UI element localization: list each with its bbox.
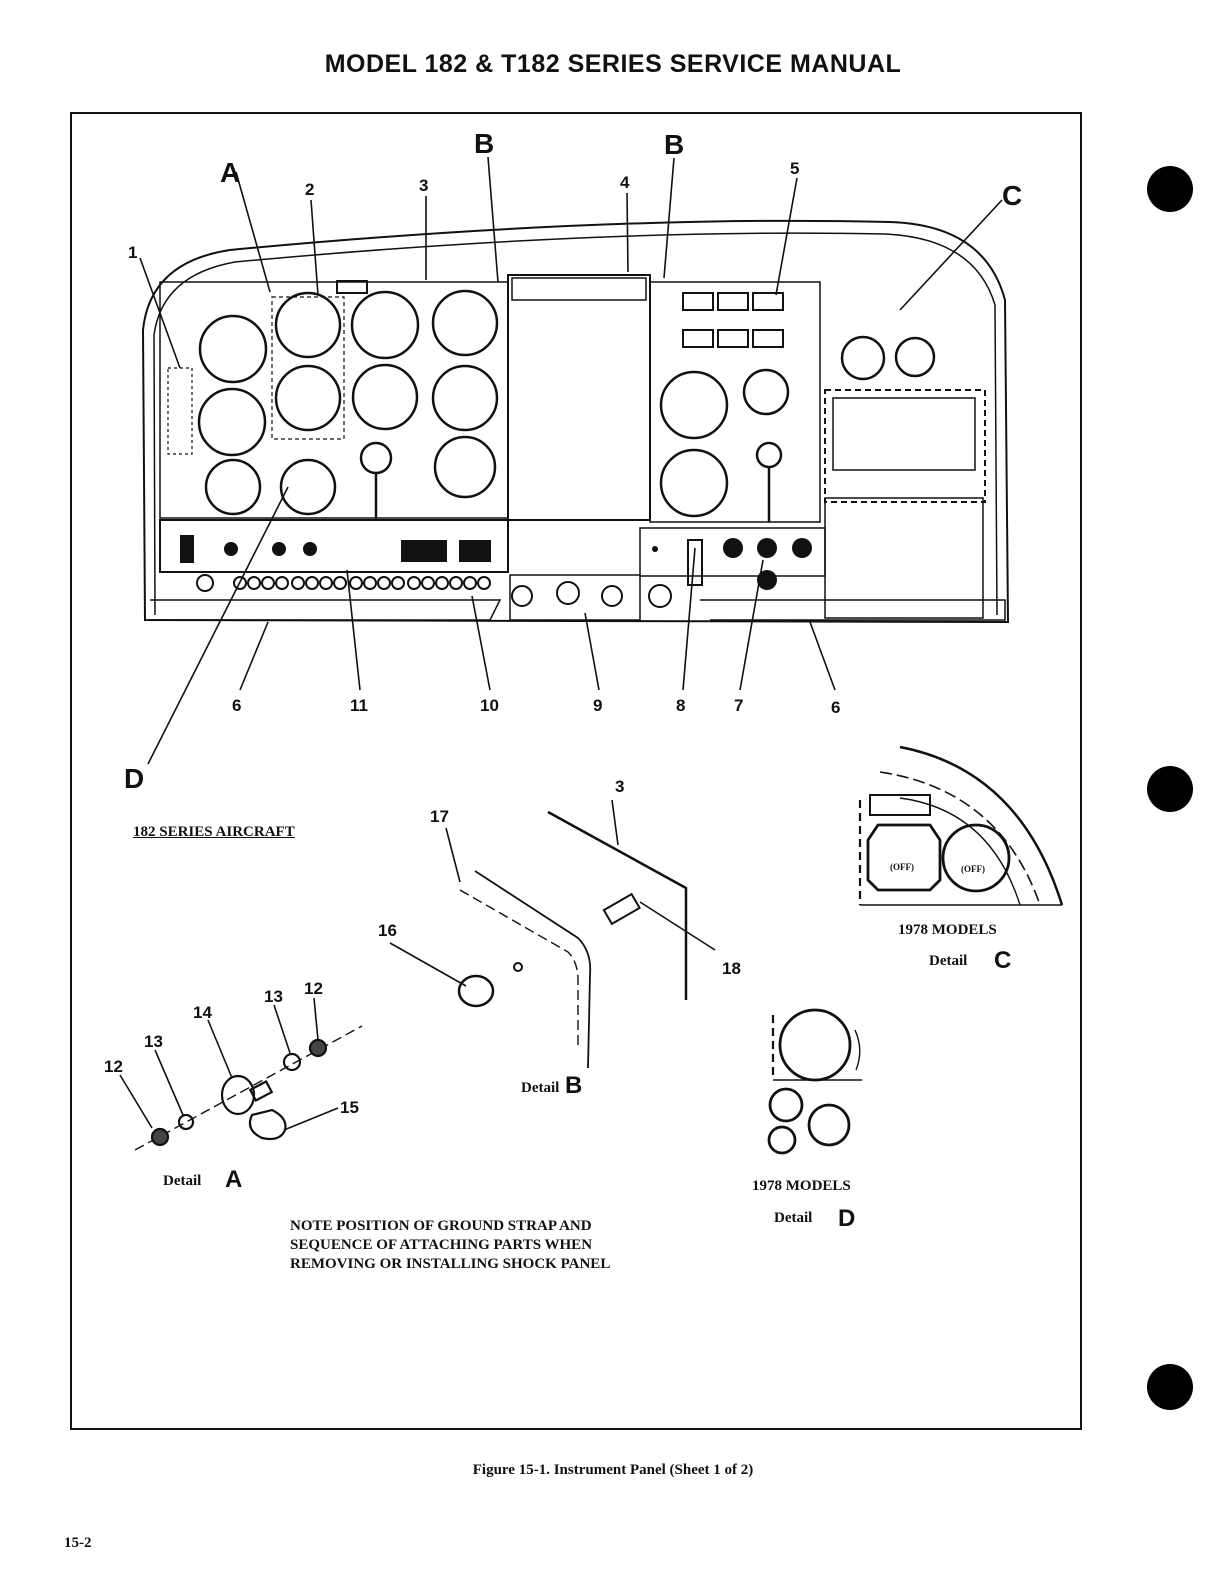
radio-indicator-3	[433, 435, 497, 499]
leader-11	[346, 569, 361, 691]
callout-12-right: 12	[304, 979, 323, 998]
note-line: REMOVING OR INSTALLING SHOCK PANEL	[290, 1256, 611, 1272]
callout-10: 10	[480, 696, 499, 715]
callout-12-left: 12	[104, 1057, 123, 1076]
callout-4: 4	[620, 173, 630, 192]
callout-16: 16	[378, 921, 397, 940]
right-subpanel	[649, 281, 821, 523]
map-compartment	[824, 389, 986, 503]
figure-caption: Figure 15-1. Instrument Panel (Sheet 1 o…	[472, 1462, 754, 1478]
callout-6-right: 6	[831, 698, 840, 717]
clock-gauge	[204, 458, 262, 516]
leader-b1	[487, 156, 499, 283]
installation-note: NOTE POSITION OF GROUND STRAP AND SEQUEN…	[290, 1217, 610, 1274]
detail-c-word: Detail	[929, 953, 967, 969]
detail-c-models: 1978 MODELS	[898, 922, 997, 938]
callout-14: 14	[193, 1003, 212, 1022]
callout-3-detail-b: 3	[615, 777, 624, 796]
control-panel	[639, 527, 826, 577]
detail-c-right-subtext: (OFF)	[961, 864, 985, 874]
leader-4	[626, 192, 629, 273]
callout-11: 11	[350, 696, 368, 715]
leader-6a	[239, 621, 269, 691]
area-label-b-right: B	[664, 129, 684, 160]
callout-6-left: 6	[232, 696, 241, 715]
area-label-a: A	[220, 157, 240, 188]
leader-7	[739, 559, 764, 691]
detail-b-word: Detail	[521, 1080, 559, 1096]
leader-8	[682, 547, 696, 691]
figure-frame	[70, 112, 1082, 1430]
leader-d	[147, 486, 289, 765]
note-line: NOTE POSITION OF GROUND STRAP AND	[290, 1218, 592, 1234]
detail-b-drawing	[389, 799, 716, 1069]
callout-15: 15	[340, 1098, 359, 1117]
radio-indicator-1	[431, 289, 499, 357]
turn-coordinator-gauge	[197, 387, 267, 457]
shock-panel-left	[150, 599, 502, 621]
suction-gauge	[279, 458, 337, 516]
directional-gyro	[274, 364, 342, 432]
manifold-pressure-gauge	[659, 370, 729, 440]
callout-2: 2	[305, 180, 314, 199]
leader-2	[310, 199, 319, 296]
clock-right	[840, 335, 886, 381]
callout-1: 1	[128, 243, 137, 262]
leader-c	[899, 199, 1003, 311]
panel-outline	[141, 219, 1010, 624]
callout-3: 3	[419, 176, 428, 195]
binder-hole-icon	[1147, 166, 1193, 212]
area-label-b-left: B	[474, 128, 494, 159]
vertical-speed-gauge	[351, 363, 419, 431]
detail-d-letter: D	[838, 1205, 855, 1232]
area-label-d: D	[124, 763, 144, 794]
outside-air-temp-gauge	[894, 336, 936, 378]
detail-d-word: Detail	[774, 1210, 812, 1226]
detail-c-letter: C	[994, 947, 1011, 974]
leader-9	[584, 612, 600, 691]
binder-hole-icon	[1147, 1364, 1193, 1410]
radio-indicator-2	[431, 364, 499, 432]
shock-panel-right	[700, 599, 1006, 621]
callout-7: 7	[734, 696, 743, 715]
callout-18: 18	[722, 959, 741, 978]
detail-c-drawing	[858, 745, 1064, 906]
page-number: 15-2	[64, 1535, 92, 1551]
note-line: SEQUENCE OF ATTACHING PARTS WHEN	[290, 1237, 593, 1253]
detail-d-models: 1978 MODELS	[752, 1178, 851, 1194]
series-label: 182 SERIES AIRCRAFT	[133, 824, 295, 840]
airspeed-gauge	[198, 314, 268, 384]
detail-a-word: Detail	[163, 1173, 201, 1189]
economy-mixture-gauge	[742, 368, 790, 416]
leader-b2	[663, 157, 675, 279]
tachometer-gauge	[659, 448, 729, 518]
callout-9: 9	[593, 696, 602, 715]
page-header: MODEL 182 & T182 SERIES SERVICE MANUAL	[324, 50, 902, 78]
switch-panel	[159, 519, 509, 573]
binder-hole-icon	[1147, 766, 1193, 812]
callout-5: 5	[790, 159, 799, 178]
detail-d-drawing	[767, 1008, 862, 1155]
lower-center-panel	[509, 574, 641, 621]
leader-1	[139, 257, 181, 369]
altimeter-gauge	[350, 290, 420, 360]
leader-5	[775, 177, 798, 296]
callout-13-left: 13	[144, 1032, 163, 1051]
radio-stack	[507, 274, 651, 521]
callout-8: 8	[676, 696, 685, 715]
detail-a-drawing	[119, 997, 363, 1151]
callout-13-right: 13	[264, 987, 283, 1006]
leader-6b	[809, 621, 836, 691]
detail-c-left-subtext: (OFF)	[890, 862, 914, 872]
area-label-c: C	[1002, 180, 1022, 211]
detail-b-letter: B	[565, 1072, 582, 1099]
attitude-gyro	[274, 291, 342, 359]
callout-17: 17	[430, 807, 449, 826]
detail-a-letter: A	[225, 1166, 242, 1193]
leader-a	[235, 171, 271, 293]
leader-10	[471, 595, 491, 691]
